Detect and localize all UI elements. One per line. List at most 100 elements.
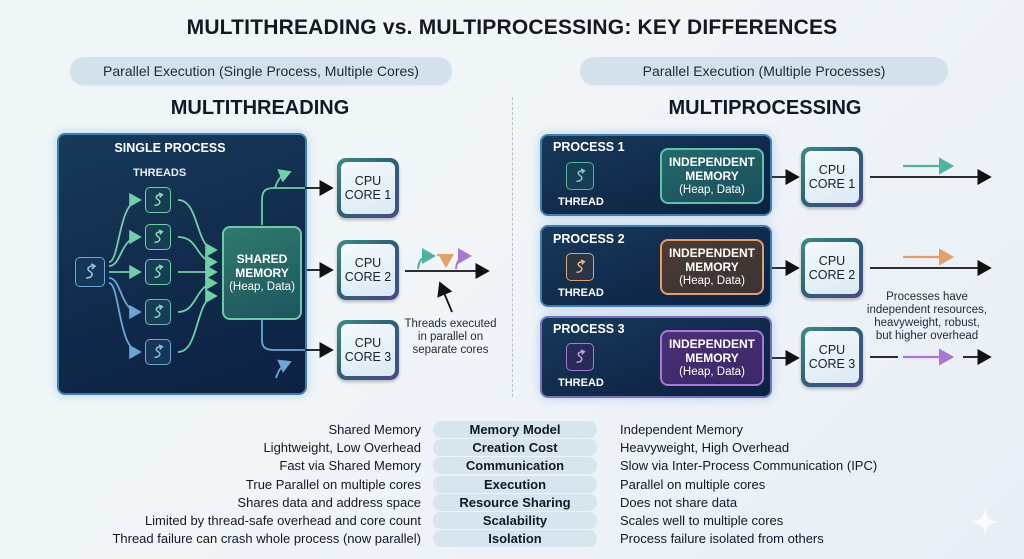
cpu-label: CPU xyxy=(354,256,382,270)
fork-arrow-1 xyxy=(108,192,142,263)
comparison-right-cell: Process failure isolated from others xyxy=(620,531,824,547)
timeline-thread-orange xyxy=(436,253,454,268)
join-arrow-1 xyxy=(177,199,218,258)
left-subtitle-pill: Parallel Execution (Single Process, Mult… xyxy=(70,57,452,85)
comparison-aspect-cell: Memory Model xyxy=(433,421,597,438)
process-3-label: PROCESS 3 xyxy=(553,322,625,336)
timeline-thread-purple xyxy=(455,248,472,270)
comparison-right-cell: Parallel on multiple cores xyxy=(620,476,766,492)
comparison-right-cell: Does not share data xyxy=(620,494,738,510)
join-arrow-5 xyxy=(177,288,218,353)
right-subtitle-pill: Parallel Execution (Multiple Processes) xyxy=(580,57,948,85)
note-line: Threads executed xyxy=(404,318,497,330)
comparison-aspect-cell: Resource Sharing xyxy=(433,493,597,511)
core-label: CORE 2 xyxy=(344,270,392,284)
process-3-thread-label: THREAD xyxy=(558,377,604,389)
process-2-thread-label: THREAD xyxy=(558,287,604,299)
comparison-aspect-cell: Communication xyxy=(433,457,597,475)
cpu-label: CPU xyxy=(818,254,846,268)
memory-sub: (Heap, Data) xyxy=(679,366,745,378)
note-line: in parallel on xyxy=(417,331,484,343)
multiprocessing-heading: MULTIPROCESSING xyxy=(668,97,862,119)
join-arrow-2 xyxy=(177,236,218,270)
memory-to-core3-line xyxy=(261,320,305,351)
core1-squiggle xyxy=(274,169,292,189)
process-2-memory-box: INDEPENDENT MEMORY (Heap, Data) xyxy=(660,239,764,295)
core-label: CORE 3 xyxy=(344,350,392,364)
memory-line1: INDEPENDENT xyxy=(668,246,755,260)
process-1-memory-box: INDEPENDENT MEMORY (Heap, Data) xyxy=(660,148,764,204)
comparison-aspect-cell: Execution xyxy=(433,475,597,493)
process-2-thread-icon xyxy=(566,253,594,281)
note-pointer-arrow xyxy=(437,281,453,313)
memory-to-core1-line xyxy=(261,187,305,225)
multithreading-heading: MULTITHREADING xyxy=(170,97,350,119)
comparison-aspect-cell: Creation Cost xyxy=(433,439,597,457)
note-line: separate cores xyxy=(412,344,489,356)
memory-sub: (Heap, Data) xyxy=(679,184,745,196)
process-3-thread-icon xyxy=(566,343,594,371)
shared-memory-box: SHARED MEMORY (Heap, Data) xyxy=(222,226,302,320)
cpu-label: CPU xyxy=(354,336,382,350)
threads-label: THREADS xyxy=(133,167,187,179)
process-1-label: PROCESS 1 xyxy=(553,140,625,154)
memory-line1: INDEPENDENT xyxy=(668,337,755,351)
process-3-memory-box: INDEPENDENT MEMORY (Heap, Data) xyxy=(660,330,764,386)
comparison-right-cell: Scales well to multiple cores xyxy=(620,513,784,528)
memory-line2: MEMORY xyxy=(685,351,739,365)
memory-sub: (Heap, Data) xyxy=(679,275,745,287)
comparison-aspect-cell: Isolation xyxy=(433,530,597,548)
process-1-thread-label: THREAD xyxy=(558,196,604,208)
fork-arrow-4 xyxy=(108,277,142,320)
comparison-left-cell: Shares data and address space xyxy=(237,494,421,510)
note-line: Processes have xyxy=(886,291,968,303)
single-process-label: SINGLE PROCESS xyxy=(114,141,226,155)
note-line: heavyweight, robust, xyxy=(874,317,980,329)
core-label: CORE 1 xyxy=(344,188,392,202)
core-label: CORE 3 xyxy=(808,357,856,371)
core3-squiggle xyxy=(275,359,292,379)
comparison-right-cell: Heavyweight, High Overhead xyxy=(620,440,790,456)
shared-memory-sub: (Heap, Data) xyxy=(229,281,295,293)
cpu-label: CPU xyxy=(818,343,846,357)
memory-line2: MEMORY xyxy=(685,260,739,274)
main-thread-icon xyxy=(75,257,105,287)
shared-memory-line2: MEMORY xyxy=(235,266,289,280)
threads-note: Threads executed in parallel on separate… xyxy=(398,318,503,357)
memory-line2: MEMORY xyxy=(685,169,739,183)
comparison-right-cell: Independent Memory xyxy=(620,422,743,437)
core-label: CORE 2 xyxy=(808,268,856,282)
timeline-thread-green xyxy=(417,248,436,270)
cpu-label: CPU xyxy=(354,174,382,188)
process-2-label: PROCESS 2 xyxy=(553,232,625,246)
comparison-left-cell: True Parallel on multiple cores xyxy=(245,476,421,492)
page-title: MULTITHREADING vs. MULTIPROCESSING: KEY … xyxy=(186,16,838,39)
processes-note: Processes have independent resources, he… xyxy=(862,291,992,343)
comparison-left-cell: Lightweight, Low Overhead xyxy=(263,440,421,456)
sparkle-icon xyxy=(972,507,998,537)
process-1-thread-icon xyxy=(566,162,594,190)
comparison-left-cell: Limited by thread-safe overhead and core… xyxy=(144,513,421,528)
note-line: independent resources, xyxy=(866,304,988,316)
section-divider xyxy=(512,97,513,397)
fork-arrow-2 xyxy=(108,229,142,267)
note-line: but higher overhead xyxy=(875,330,979,342)
thread-icon-5 xyxy=(145,339,171,365)
shared-memory-line1: SHARED xyxy=(236,252,288,266)
thread-icon-2 xyxy=(145,224,171,250)
core-label: CORE 1 xyxy=(808,177,856,191)
cpu-label: CPU xyxy=(818,163,846,177)
comparison-aspect-cell: Scalability xyxy=(433,512,597,529)
join-arrow-4 xyxy=(177,275,218,313)
thread-icon-1 xyxy=(145,187,171,213)
thread-icon-3 xyxy=(145,259,171,285)
comparison-left-cell: Thread failure can crash whole process (… xyxy=(112,531,421,547)
memory-line1: INDEPENDENT xyxy=(668,155,755,169)
thread-icon-4 xyxy=(145,299,171,325)
